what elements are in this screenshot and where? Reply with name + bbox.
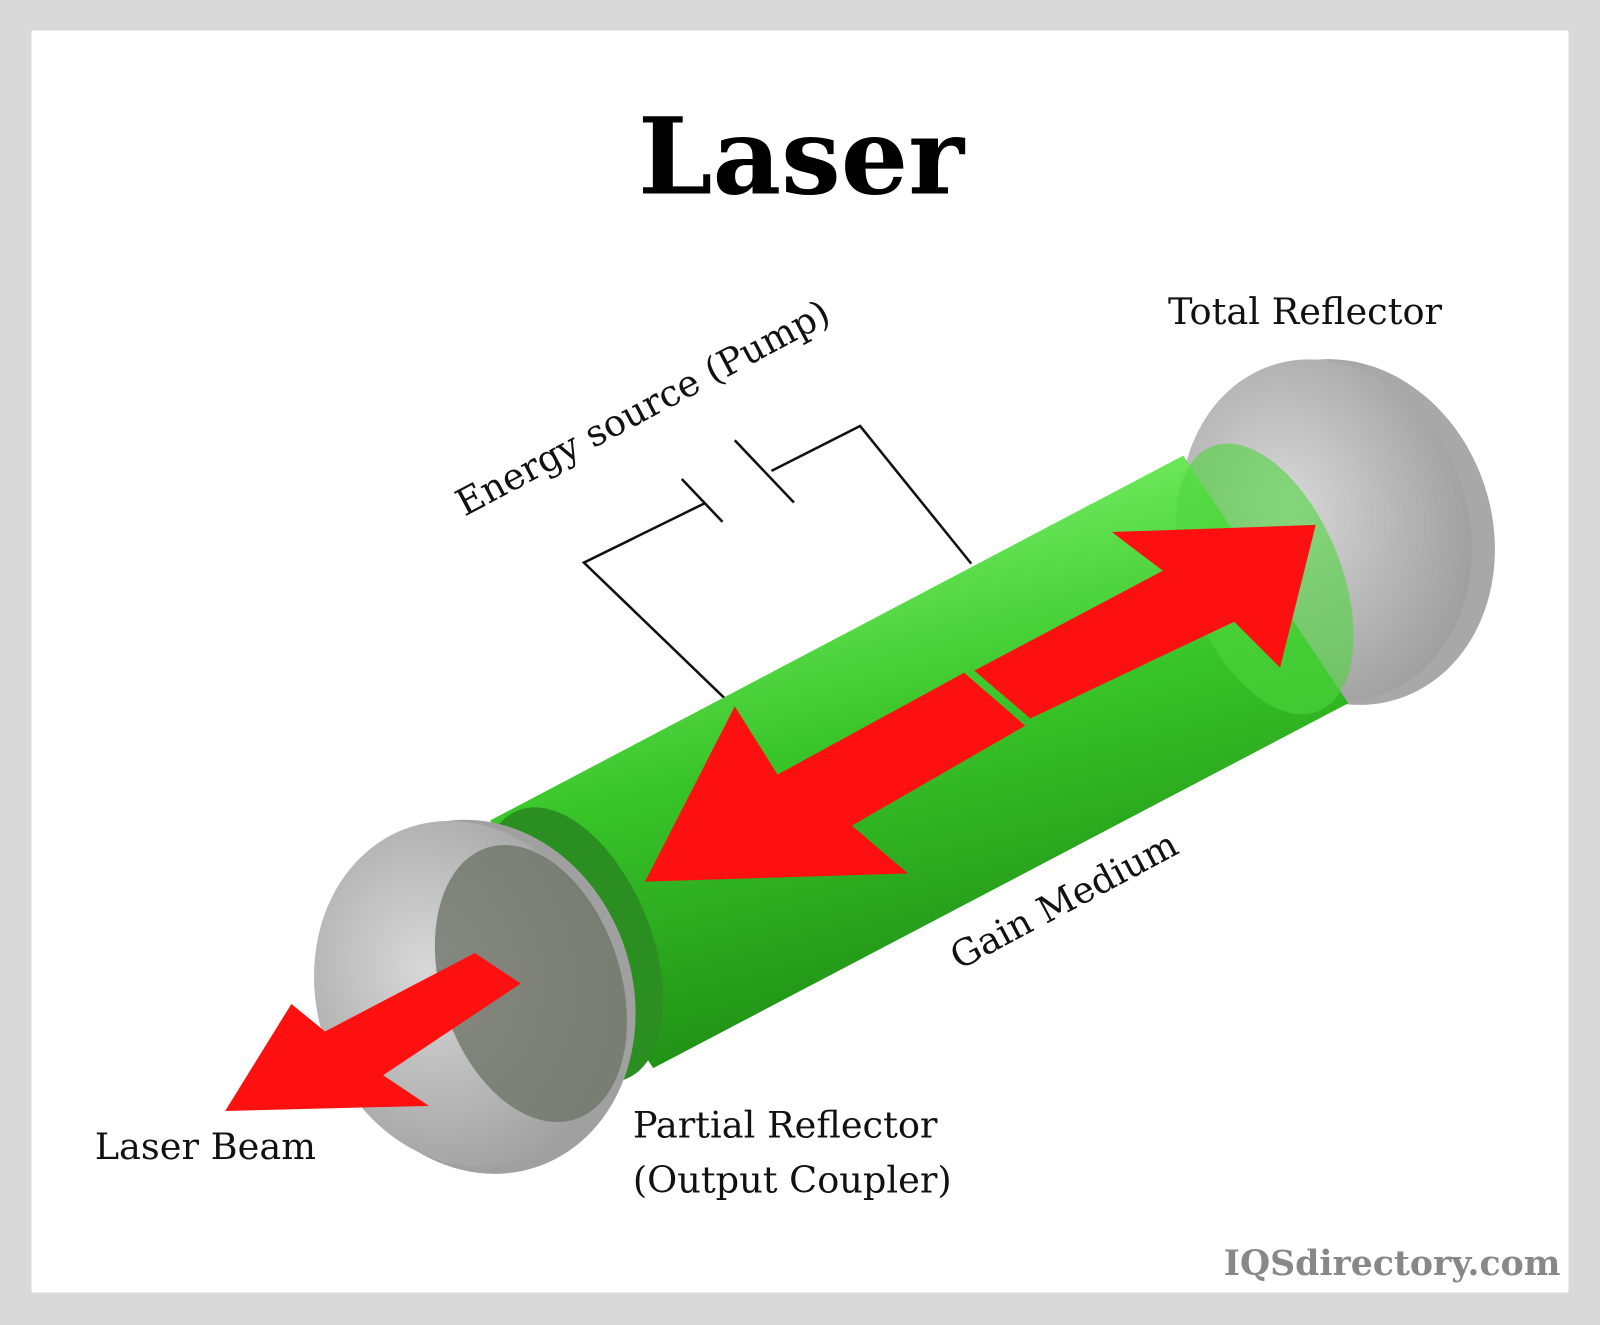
laser-beam-arrow-icon [225,952,521,1111]
watermark: IQSdirectory.com [1224,1243,1561,1284]
laser-beam-label: Laser Beam [95,1125,316,1168]
total-reflector-label: Total Reflector [1168,290,1443,333]
partial-reflector-label: Partial Reflector [633,1103,938,1146]
output-coupler-label: (Output Coupler) [633,1159,952,1202]
energy-source-circuit [581,424,973,700]
arrow-left-icon [645,672,1026,882]
arrow-right-icon [974,524,1316,719]
title: Laser [638,94,965,219]
